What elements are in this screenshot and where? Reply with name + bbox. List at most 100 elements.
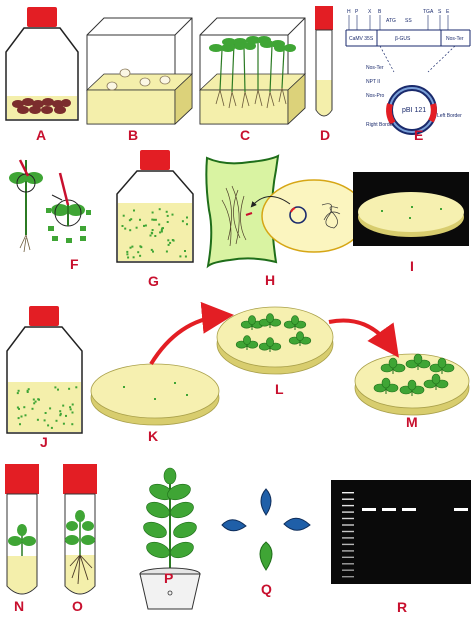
plant-leaf — [170, 501, 194, 519]
arrow-k-to-l — [149, 301, 234, 366]
cell-dot — [59, 412, 62, 415]
cell-dot — [184, 255, 187, 258]
label-p: P — [164, 570, 173, 586]
label-a: A — [36, 127, 46, 143]
site-p: P — [355, 9, 359, 15]
cell-dot — [171, 213, 174, 216]
ladder-band — [342, 537, 354, 539]
shoot — [399, 379, 425, 396]
cell-dot — [43, 419, 46, 422]
label-c: C — [240, 127, 250, 143]
cell-dot — [162, 227, 164, 230]
shoot — [283, 315, 307, 330]
cell-dot — [37, 398, 40, 401]
cell-dot — [128, 219, 131, 222]
seeds — [12, 98, 71, 114]
cell-dot — [150, 248, 153, 251]
cell-dot — [165, 250, 168, 253]
ladder-band — [342, 569, 354, 571]
cell-dot — [59, 410, 62, 413]
site-tga: TGA — [423, 9, 434, 15]
bottle-cap — [27, 7, 57, 27]
cell-dot — [139, 245, 142, 248]
shoot — [258, 313, 282, 328]
cell-dot — [165, 210, 168, 213]
site-ss: SS — [405, 18, 412, 24]
label-d: D — [320, 127, 330, 143]
cell-dot — [184, 250, 186, 252]
cell-dot — [47, 424, 50, 427]
site-x: X — [368, 9, 372, 15]
cell-dot — [133, 209, 135, 212]
arrow-l-to-m — [328, 318, 399, 358]
cell-dot — [139, 254, 142, 257]
cell-dot — [151, 211, 154, 214]
cell-dot — [59, 414, 62, 417]
cell-dot — [34, 400, 37, 403]
cassette-nos-ter: Nos-Ter — [446, 36, 464, 42]
cell-dot — [153, 218, 155, 221]
shoots — [373, 353, 455, 396]
plant-leaf — [146, 541, 170, 559]
panel-j-bottle — [6, 306, 83, 434]
sample-band — [402, 508, 416, 511]
cell-dot — [36, 418, 39, 421]
label-f: F — [70, 256, 79, 272]
label-e: E — [414, 127, 423, 143]
plant-leaf — [170, 541, 194, 559]
cell-dot — [33, 402, 36, 405]
cell-dot — [150, 231, 153, 234]
shoot — [380, 357, 406, 374]
element-left-border: Left Border — [437, 113, 462, 119]
sample-band — [454, 508, 468, 511]
label-m: M — [406, 414, 418, 430]
panel-n-tube — [5, 464, 39, 595]
cell-dot — [71, 411, 74, 414]
ladder-band — [342, 524, 354, 526]
cell-dot — [54, 386, 57, 389]
cassette-gus: β-GUS — [395, 36, 411, 42]
cell-dot — [137, 251, 140, 254]
element-right-border: Right Border — [366, 122, 394, 128]
panel-a-bottle — [5, 7, 79, 121]
cell-dot — [126, 250, 129, 253]
panel-e-vector: H P X B ATG SS TGA S E CaMV 35S β-GUS No… — [345, 9, 471, 135]
cell-dot — [17, 417, 20, 420]
cell-dot — [16, 392, 19, 395]
label-o: O — [72, 598, 83, 614]
plant-leaf — [167, 483, 191, 501]
sample-band — [362, 508, 376, 511]
cell-dot — [132, 256, 135, 259]
cell-dot — [17, 389, 20, 392]
plant-leaf — [163, 467, 177, 485]
plant-leaf — [143, 521, 167, 539]
panel-l-plate — [216, 306, 334, 375]
cell-dot — [23, 406, 26, 409]
cell-dot — [158, 223, 161, 226]
cell-dot — [139, 218, 141, 221]
cell-dot — [154, 218, 157, 221]
cell-dot — [130, 218, 133, 221]
ladder-band — [342, 511, 354, 513]
ladder-band — [342, 530, 354, 533]
panel-q-leaves — [221, 488, 311, 571]
site-s: S — [438, 9, 442, 15]
cell-dot — [20, 415, 23, 418]
cell-dot — [167, 243, 170, 246]
cell-dot — [167, 239, 170, 242]
cell-dot — [151, 218, 154, 221]
cell-dot — [143, 224, 145, 227]
panel-i-plate — [353, 172, 469, 246]
right-border-region — [386, 103, 396, 125]
cell-dot — [16, 406, 19, 409]
cell-dot — [44, 412, 47, 414]
plant-leaf — [173, 521, 197, 539]
cell-dot — [24, 414, 27, 417]
label-i: I — [410, 258, 414, 274]
cell-dot — [171, 239, 174, 241]
panel-m-plate — [354, 353, 470, 416]
left-border-region — [428, 103, 437, 123]
panel-h-infection — [205, 154, 367, 269]
cell-dot — [55, 419, 58, 422]
